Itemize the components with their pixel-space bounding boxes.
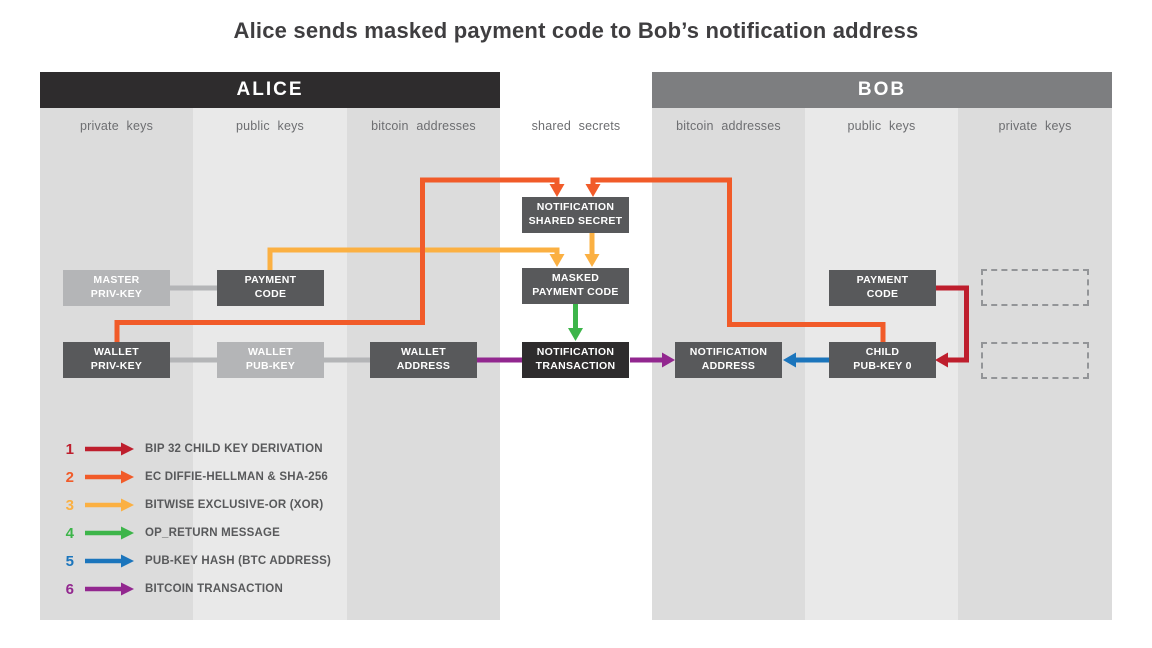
box-bob-hidden-priv-key-1 <box>981 269 1089 306</box>
legend-label-1: BIP 32 CHILD KEY DERIVATION <box>145 443 323 455</box>
bob-private-keys-band <box>958 108 1112 620</box>
alice-col-bitcoin-addresses: bitcoin addresses <box>371 119 476 133</box>
box-payment-code-bob: PAYMENT CODE <box>829 270 936 306</box>
alice-col-private-keys: private keys <box>79 119 154 133</box>
box-masked-payment-code: MASKED PAYMENT CODE <box>522 268 629 304</box>
legend-label-4: OP_RETURN MESSAGE <box>145 527 281 539</box>
box-notification-address: NOTIFICATION ADDRESS <box>675 342 782 378</box>
legend-arrow-orange-icon <box>85 470 134 484</box>
legend-arrow-red-icon <box>85 442 134 456</box>
page-title: Alice sends masked payment code to Bob’s… <box>233 18 919 43</box>
legend-row-ecdh: 2 EC DIFFIE-HELLMAN & SHA-256 <box>56 468 331 486</box>
legend-arrow-purple-icon <box>85 582 134 596</box>
box-master-priv-key: MASTER PRIV-KEY <box>63 270 170 306</box>
legend-row-opreturn: 4 OP_RETURN MESSAGE <box>56 524 331 542</box>
box-notification-transaction: NOTIFICATION TRANSACTION <box>522 342 629 378</box>
bob-col-bitcoin-addresses: bitcoin addresses <box>676 119 781 133</box>
box-child-pub-key-0: CHILD PUB-KEY 0 <box>829 342 936 378</box>
box-notification-shared-secret: NOTIFICATION SHARED SECRET <box>522 197 629 233</box>
legend-label-3: BITWISE EXCLUSIVE-OR (XOR) <box>145 499 324 511</box>
box-bob-hidden-priv-key-2 <box>981 342 1089 379</box>
bob-col-private-keys: private keys <box>998 119 1072 133</box>
legend-row-transaction: 6 BITCOIN TRANSACTION <box>56 580 331 598</box>
legend-row-bip32: 1 BIP 32 CHILD KEY DERIVATION <box>56 440 331 458</box>
box-wallet-priv-key: WALLET PRIV-KEY <box>63 342 170 378</box>
legend-number-2: 2 <box>65 468 74 486</box>
legend-arrow-green-icon <box>85 526 134 540</box>
legend-label-6: BITCOIN TRANSACTION <box>145 583 283 595</box>
box-payment-code-alice: PAYMENT CODE <box>217 270 324 306</box>
box-wallet-address: WALLET ADDRESS <box>370 342 477 378</box>
bob-header: BOB <box>652 72 1112 108</box>
box-wallet-pub-key: WALLET PUB-KEY <box>217 342 324 378</box>
legend-number-3: 3 <box>65 496 74 514</box>
legend-label-2: EC DIFFIE-HELLMAN & SHA-256 <box>145 471 329 483</box>
bob-col-public-keys: public keys <box>847 119 916 133</box>
legend-arrow-blue-icon <box>85 554 134 568</box>
legend-number-1: 1 <box>65 440 74 458</box>
legend-row-xor: 3 BITWISE EXCLUSIVE-OR (XOR) <box>56 496 331 514</box>
alice-col-public-keys: public keys <box>235 119 305 133</box>
legend-number-6: 6 <box>65 580 74 598</box>
legend-label-5: PUB-KEY HASH (BTC ADDRESS) <box>145 555 332 567</box>
legend-number-5: 5 <box>65 552 74 570</box>
shared-secrets-col-label: shared secrets <box>531 119 621 133</box>
alice-header: ALICE <box>40 72 500 108</box>
legend-row-pubkeyhash: 5 PUB-KEY HASH (BTC ADDRESS) <box>56 552 331 570</box>
legend-number-4: 4 <box>65 524 74 542</box>
legend: 1 BIP 32 CHILD KEY DERIVATION 2 EC DIFFI… <box>56 440 331 598</box>
legend-arrow-yellow-icon <box>85 498 134 512</box>
arrow-xor-sharedsecret-to-masked <box>584 232 600 267</box>
arrow-opreturn-masked-to-notiftx <box>568 303 583 341</box>
